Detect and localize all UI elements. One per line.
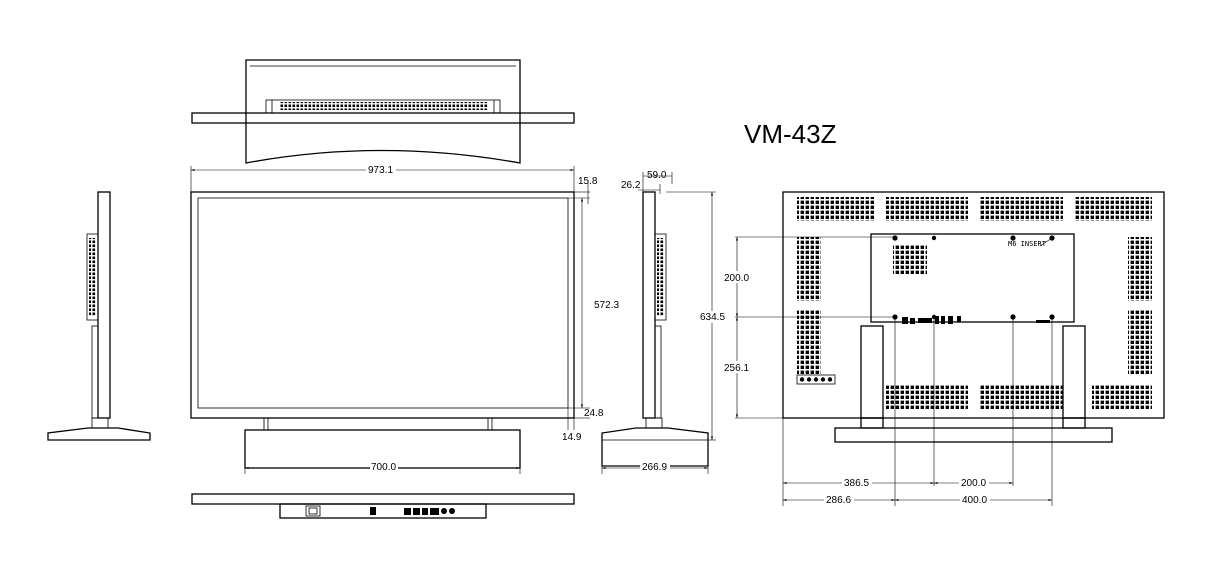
top-view xyxy=(191,59,575,164)
dim-screen-height: 572.3 xyxy=(594,300,619,311)
dim-left-to-vesa: 286.6 xyxy=(826,495,851,506)
dim-bezel-side: 14.9 xyxy=(562,432,582,443)
dim-vesa-to-bottom: 256.1 xyxy=(724,363,749,374)
dim-vesa-horizontal-small: 200.0 xyxy=(961,478,986,489)
model-title: VM-43Z xyxy=(744,119,837,149)
dim-bezel-top: 15.8 xyxy=(578,176,598,187)
dim-vesa-horizontal-large: 400.0 xyxy=(962,495,987,506)
dim-overall-height: 634.5 xyxy=(700,312,725,323)
right-side-view: 59.0 26.2 634.5 266.9 xyxy=(601,170,730,474)
bottom-view xyxy=(191,493,575,519)
dim-depth-top: 59.0 xyxy=(647,170,667,181)
dim-vesa-vertical: 200.0 xyxy=(724,273,749,284)
dim-overall-width: 973.1 xyxy=(368,165,393,176)
m6-insert-label: M6 INSERT xyxy=(1008,240,1047,248)
rear-view: M6 INSERT 200.0 256.1 3 xyxy=(722,191,1165,506)
front-view: 973.1 15.8 572.3 24.8 14.9 700.0 xyxy=(190,164,622,474)
left-side-view xyxy=(47,191,151,441)
dim-stand-width: 700.0 xyxy=(371,462,396,473)
dim-stand-depth: 266.9 xyxy=(642,462,667,473)
dim-left-to-center: 386.5 xyxy=(844,478,869,489)
dim-bezel-bottom: 24.8 xyxy=(584,408,604,419)
dim-side-offset: 26.2 xyxy=(621,180,641,191)
